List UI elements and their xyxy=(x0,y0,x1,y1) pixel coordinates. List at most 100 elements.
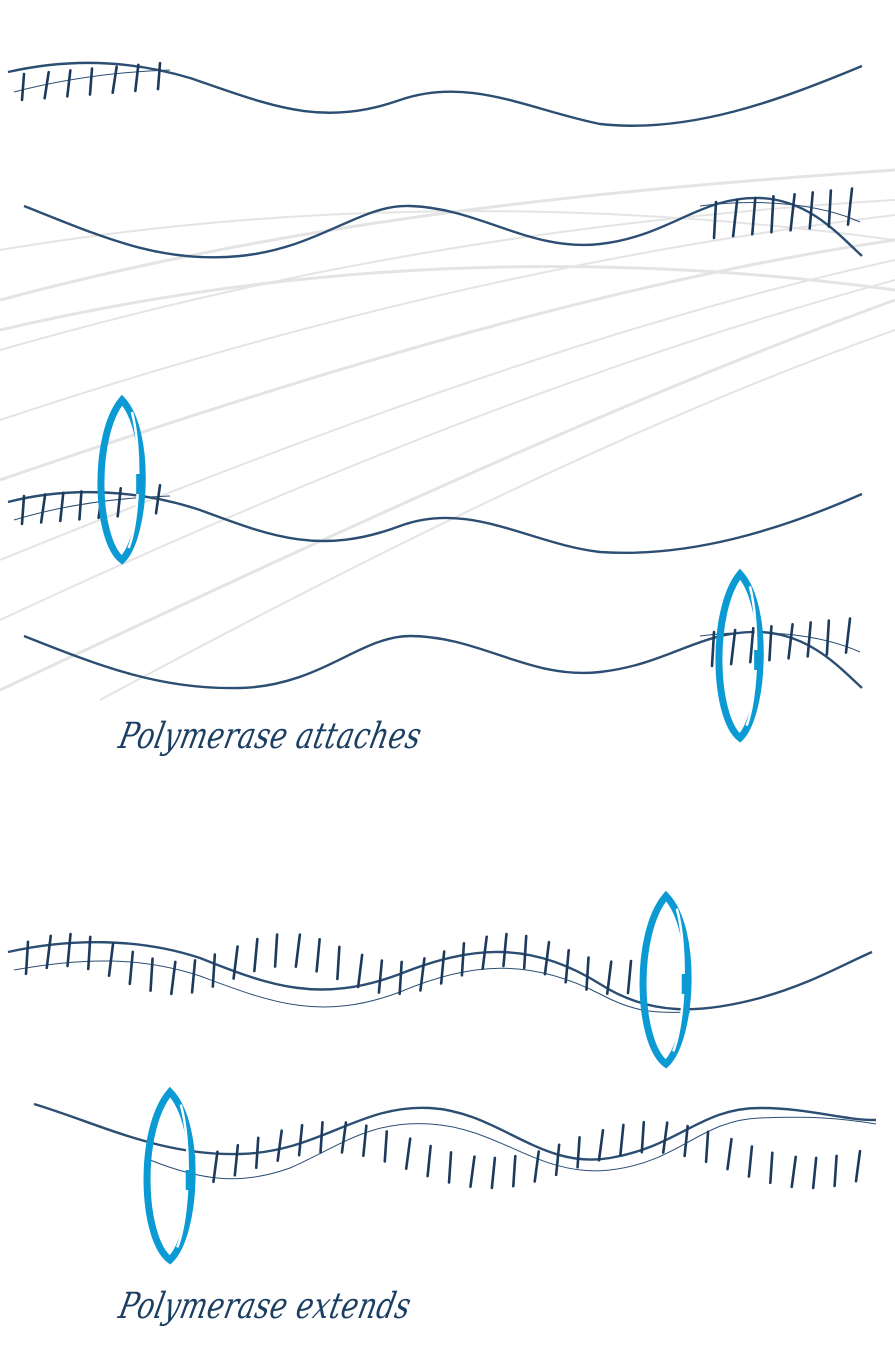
primer-strand-top-1 xyxy=(13,69,171,93)
dna-strand-top-3 xyxy=(7,940,873,1011)
base-tick xyxy=(362,1124,368,1158)
base-tick xyxy=(254,1136,260,1170)
base-tick xyxy=(86,935,92,971)
base-tick xyxy=(78,490,83,521)
base-tick xyxy=(854,1149,862,1183)
dna-strand-bottom-2 xyxy=(23,630,863,690)
base-tick xyxy=(750,196,757,236)
base-tick xyxy=(490,1156,497,1190)
base-tick xyxy=(128,950,135,986)
base-tick xyxy=(748,626,755,664)
base-tick xyxy=(276,1129,283,1162)
base-tick xyxy=(43,70,50,100)
base-tick xyxy=(712,200,718,240)
background-line xyxy=(0,168,895,302)
base-tick xyxy=(156,61,162,91)
base-tick xyxy=(554,1143,561,1177)
base-tick xyxy=(811,1156,818,1190)
polymerase-ring xyxy=(97,394,146,565)
background-line xyxy=(0,214,895,421)
base-tick xyxy=(683,1124,689,1158)
base-tick xyxy=(253,937,259,973)
dna-strand-bottom-1 xyxy=(23,196,863,259)
base-tick xyxy=(833,1154,838,1188)
caption-polymerase-extends: Polymerase extends xyxy=(115,1286,415,1327)
panel-primer-anneal xyxy=(7,61,863,259)
base-tick xyxy=(426,1144,432,1178)
base-tick xyxy=(24,940,30,976)
base-tick xyxy=(726,1137,733,1171)
base-tick xyxy=(377,959,384,994)
base-tick xyxy=(383,1130,389,1163)
base-tick xyxy=(731,198,739,238)
base-tick xyxy=(211,953,217,988)
primer-strand-bottom-1 xyxy=(699,202,861,223)
base-tick xyxy=(58,491,65,523)
background-line xyxy=(0,259,895,561)
base-tick xyxy=(66,932,72,968)
base-tick xyxy=(88,67,94,96)
caption-polymerase-attaches: Polymerase attaches xyxy=(115,716,426,757)
base-tick xyxy=(469,1155,476,1188)
base-tick xyxy=(439,950,446,985)
base-tick xyxy=(640,1120,646,1154)
base-tick xyxy=(66,69,72,98)
primer-strand-top-2 xyxy=(13,495,171,521)
base-tick xyxy=(481,935,488,971)
polymerase-top-3 xyxy=(639,890,692,1069)
new-strand-bottom-3 xyxy=(149,1116,877,1180)
base-tick xyxy=(827,189,833,228)
background-line xyxy=(0,298,895,692)
base-tick xyxy=(190,959,197,994)
base-tick xyxy=(844,617,852,654)
base-tick xyxy=(790,1155,798,1189)
base-tick xyxy=(704,1130,710,1164)
base-tick xyxy=(460,942,466,977)
base-tick xyxy=(605,960,613,995)
base-tick xyxy=(564,948,571,984)
base-tick xyxy=(626,959,633,995)
base-tick xyxy=(511,1154,517,1188)
base-tick xyxy=(770,194,775,234)
base-tick xyxy=(447,1151,453,1184)
base-tick xyxy=(294,933,302,968)
base-tick xyxy=(502,932,508,968)
base-tick xyxy=(597,1129,605,1162)
base-tick xyxy=(787,623,794,660)
base-tick xyxy=(747,1145,754,1178)
base-tick xyxy=(710,630,716,668)
background-line xyxy=(0,199,895,351)
base-tick xyxy=(336,945,341,981)
base-tick xyxy=(808,191,815,230)
base-tick xyxy=(111,65,118,95)
base-tick xyxy=(356,953,364,989)
base-tick xyxy=(404,1137,412,1170)
base-tick xyxy=(154,483,162,515)
base-tick xyxy=(297,1123,304,1157)
dna-strand-bottom-3 xyxy=(33,1102,877,1161)
base-tick xyxy=(533,1150,541,1183)
polymerase-ring xyxy=(639,890,692,1069)
background-line xyxy=(99,329,895,701)
base-tick xyxy=(149,957,154,993)
panel-polymerase-attach xyxy=(7,394,863,743)
polymerase-bottom-3 xyxy=(143,1086,196,1265)
base-tick xyxy=(398,960,403,996)
base-tick xyxy=(768,624,773,662)
base-tick xyxy=(212,1150,219,1184)
base-tick xyxy=(543,940,551,976)
base-tick xyxy=(273,933,279,968)
base-tick xyxy=(319,1121,324,1154)
base-tick xyxy=(315,938,321,973)
base-tick xyxy=(340,1121,348,1154)
base-tick xyxy=(729,628,737,666)
base-tick xyxy=(585,956,590,991)
base-tick xyxy=(45,934,53,970)
base-tick xyxy=(116,487,123,518)
dna-strand-top-1 xyxy=(7,61,863,127)
polymerase-ring xyxy=(715,568,764,743)
base-tick xyxy=(107,942,115,977)
primer-ticks-bottom-1 xyxy=(712,187,854,240)
